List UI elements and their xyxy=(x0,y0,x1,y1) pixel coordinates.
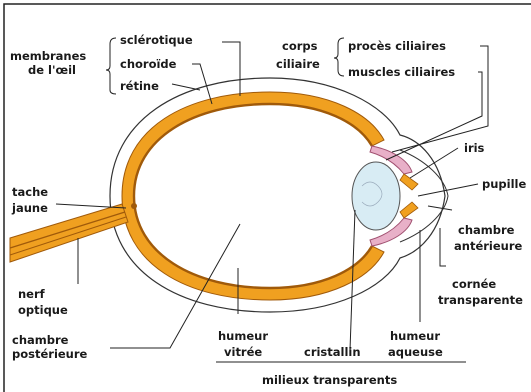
label-corps-2: ciliaire xyxy=(276,57,320,71)
label-nerf-1: nerf xyxy=(18,287,46,301)
label-chambre-posterieure-2: postérieure xyxy=(12,347,88,361)
label-chambre-anterieure-2: antérieure xyxy=(454,239,523,253)
label-humeur-vitree-1: humeur xyxy=(218,329,268,343)
label-cornee-1: cornée xyxy=(452,277,496,291)
bracket-corps-ciliaire xyxy=(334,38,344,76)
eye-anatomy xyxy=(10,78,448,312)
label-humeur-aqueuse-2: aqueuse xyxy=(388,345,443,359)
label-cristallin: cristallin xyxy=(304,345,361,359)
label-humeur-aqueuse-1: humeur xyxy=(390,329,440,343)
label-milieux-transparents: milieux transparents xyxy=(262,373,397,387)
label-proces-ciliaires: procès ciliaires xyxy=(348,39,446,53)
label-iris: iris xyxy=(464,141,485,155)
label-sclerotique: sclérotique xyxy=(120,33,193,47)
label-muscles-ciliaires: muscles ciliaires xyxy=(348,65,455,79)
label-nerf-2: optique xyxy=(18,303,68,317)
lens xyxy=(352,162,400,230)
macula xyxy=(131,203,137,209)
label-tache-2: jaune xyxy=(11,201,48,215)
label-choroide: choroïde xyxy=(120,57,177,71)
label-chambre-anterieure-1: chambre xyxy=(458,223,515,237)
label-pupille: pupille xyxy=(482,177,526,191)
label-corps-1: corps xyxy=(282,39,318,53)
label-cornee-2: transparente xyxy=(438,293,523,307)
label-membranes-2: de l'œil xyxy=(28,63,76,77)
bracket-membranes xyxy=(106,38,116,94)
label-chambre-posterieure-1: chambre xyxy=(12,333,69,347)
label-membranes-1: membranes xyxy=(10,49,86,63)
label-humeur-vitree-2: vitrée xyxy=(224,345,262,359)
label-tache-1: tache xyxy=(12,185,48,199)
label-retine: rétine xyxy=(120,79,159,93)
